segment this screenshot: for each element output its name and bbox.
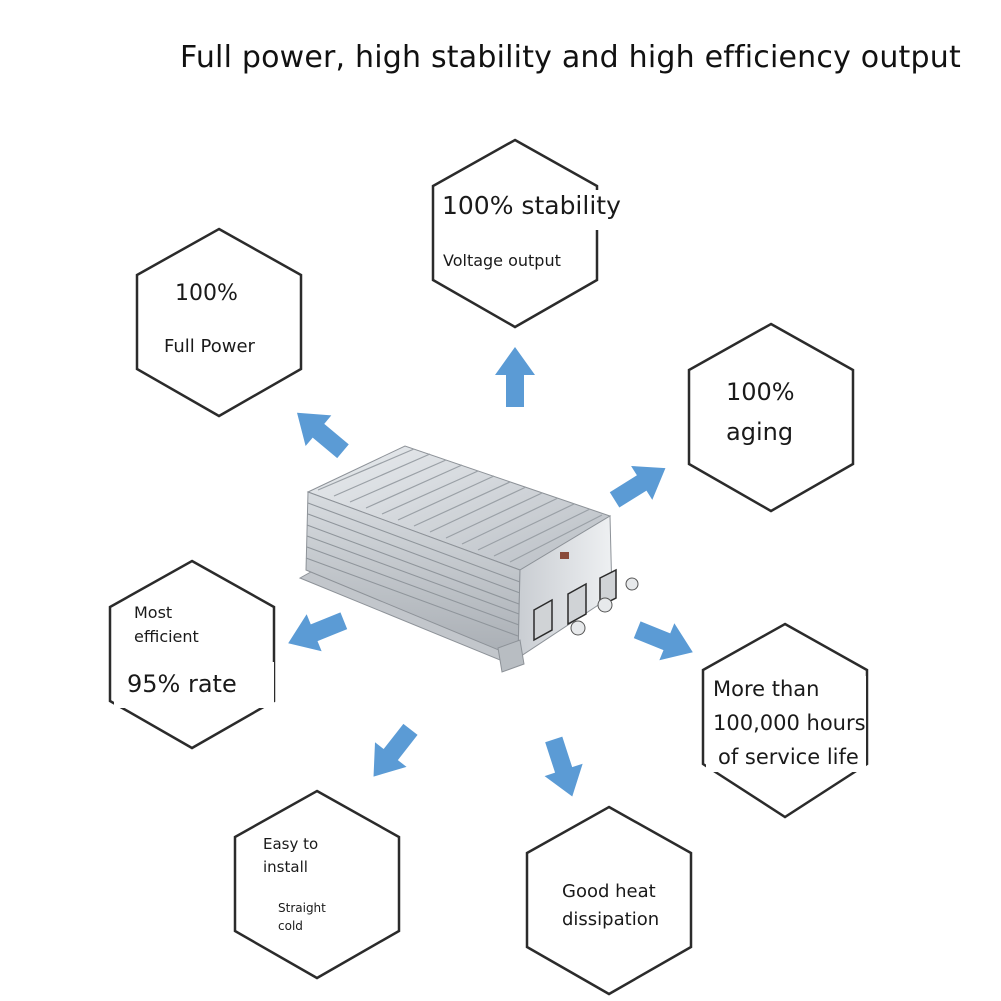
service-life-line2: 100,000 hours: [713, 711, 866, 735]
install-line2: install: [263, 858, 308, 876]
hexagon-stability: [431, 138, 599, 329]
aging-heading: 100%: [726, 378, 795, 406]
label-mask-efficient: [114, 662, 274, 708]
efficient-line2: efficient: [134, 627, 199, 646]
arrow-left-icon: [288, 612, 348, 652]
arrow-down-left-icon: [373, 723, 418, 777]
page-title: Full power, high stability and high effi…: [180, 40, 961, 75]
install-line3: Straight: [278, 901, 326, 915]
hexagon-efficient: [108, 559, 276, 750]
label-mask-stability: [437, 190, 632, 230]
arrow-up-icon: [495, 347, 535, 407]
hexagon-full-power: [135, 227, 303, 418]
service-life-line1: More than: [713, 677, 820, 701]
stability-subtext: Voltage output: [443, 251, 561, 270]
stability-heading: 100% stability: [442, 191, 621, 220]
hexagon-install: [233, 789, 401, 980]
efficient-line1: Most: [134, 603, 173, 622]
service-life-line3: of service life: [718, 745, 859, 769]
install-line4: cold: [278, 919, 303, 933]
full-power-subtext: Full Power: [164, 336, 255, 357]
full-power-heading: 100%: [175, 281, 238, 306]
aging-subtext: aging: [726, 418, 794, 446]
arrow-up-left-icon: [297, 412, 349, 459]
efficient-rate: 95% rate: [127, 670, 237, 698]
hexagon-aging: [687, 322, 855, 513]
heat-line1: Good heat: [562, 881, 656, 902]
hexagon-heat: [525, 805, 693, 996]
label-mask-service-life: [706, 676, 866, 772]
heat-line2: dissipation: [562, 909, 660, 930]
converter-product-image: [298, 445, 639, 673]
arrow-right-icon: [633, 621, 693, 661]
arrow-down-icon: [544, 736, 583, 797]
install-line1: Easy to: [263, 835, 319, 853]
arrow-up-right-icon: [609, 465, 666, 508]
